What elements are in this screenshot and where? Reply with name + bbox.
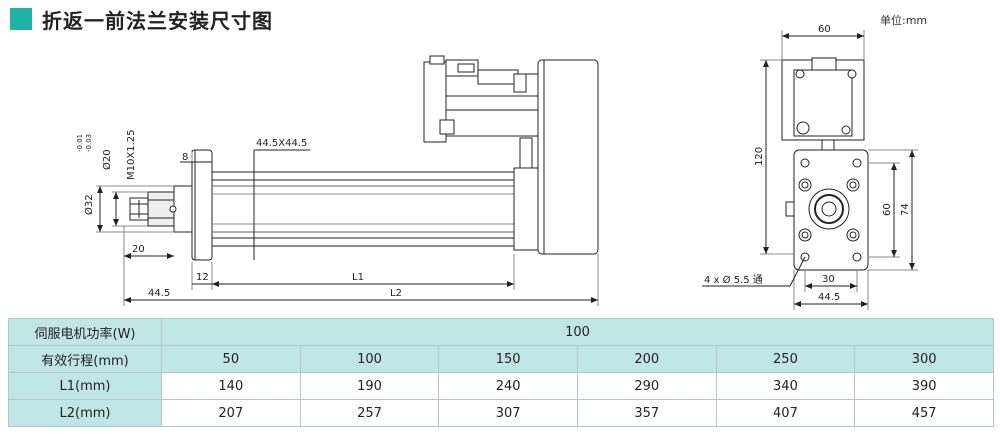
dim-L2: L2 <box>390 288 402 299</box>
cell: 240 <box>438 372 578 400</box>
dim-dia20: Ø20 <box>101 149 113 170</box>
cell: 250 <box>715 345 856 373</box>
dim-74: 74 <box>900 203 911 216</box>
cell: 307 <box>438 399 578 427</box>
dim-dia32: Ø32 <box>83 194 95 215</box>
dim-square: 44.5X44.5 <box>256 138 307 149</box>
cell: 150 <box>438 345 578 373</box>
dim-44-5-front: 44.5 <box>818 292 840 303</box>
cell: 340 <box>715 372 856 400</box>
dim-20-length: 20 <box>132 244 145 255</box>
dim-30: 30 <box>822 274 835 285</box>
end-cap <box>513 167 539 251</box>
spec-table: 伺服电机功率(W) 100 有效行程(mm) 50 100 150 200 25… <box>8 318 994 427</box>
row-label: L1(mm) <box>8 372 162 400</box>
dim-44-5-side: 44.5 <box>148 288 170 299</box>
dimension-drawing: Ø32 -0.01 -0.03 Ø20 M10X1.25 8 44.5X44.5… <box>76 24 918 310</box>
cell: 50 <box>161 345 301 373</box>
row-label: 伺服电机功率(W) <box>8 318 162 346</box>
cell-power: 100 <box>161 318 994 346</box>
dim-120: 120 <box>754 147 765 166</box>
row-label: 有效行程(mm) <box>8 345 162 373</box>
unit-label: 单位:mm <box>880 14 928 27</box>
title-text: 折返一前法兰安装尺寸图 <box>42 8 273 33</box>
cell: 100 <box>299 345 440 373</box>
cell: 290 <box>576 372 717 400</box>
actuator-body <box>211 171 515 247</box>
rod-collar <box>173 185 193 233</box>
return-housing <box>537 59 599 255</box>
page-title: 折返一前法兰安装尺寸图 <box>10 4 273 34</box>
title-marker <box>10 8 32 30</box>
dim-thread: M10X1.25 <box>126 130 137 180</box>
cell: 190 <box>299 372 440 400</box>
cell: 300 <box>854 345 994 373</box>
table-row-power: 伺服电机功率(W) 100 <box>8 318 994 346</box>
dim-L1: L1 <box>352 272 364 283</box>
dim-8: 8 <box>182 152 188 163</box>
cell: 407 <box>715 399 856 427</box>
row-label: L2(mm) <box>8 399 162 427</box>
dim-60-side: 60 <box>882 203 893 216</box>
table-row-l1: L1(mm) 140 190 240 290 340 390 <box>8 372 994 400</box>
dim-holes: 4 x Ø 5.5 通 <box>704 274 763 286</box>
cell: 257 <box>299 399 440 427</box>
cell: 200 <box>576 345 717 373</box>
cell: 357 <box>576 399 717 427</box>
table-row-stroke: 有效行程(mm) 50 100 150 200 250 300 <box>8 345 994 373</box>
cell: 390 <box>854 372 994 400</box>
dim-dia32-tol-upper: -0.01 <box>76 134 84 152</box>
cell: 457 <box>854 399 994 427</box>
dim-12: 12 <box>196 272 209 283</box>
cell: 140 <box>161 372 301 400</box>
cell: 207 <box>161 399 301 427</box>
dim-60-top: 60 <box>818 24 831 35</box>
table-row-l2: L2(mm) 207 257 307 357 407 457 <box>8 399 994 427</box>
dim-dia32-tol-lower: -0.03 <box>85 134 93 152</box>
